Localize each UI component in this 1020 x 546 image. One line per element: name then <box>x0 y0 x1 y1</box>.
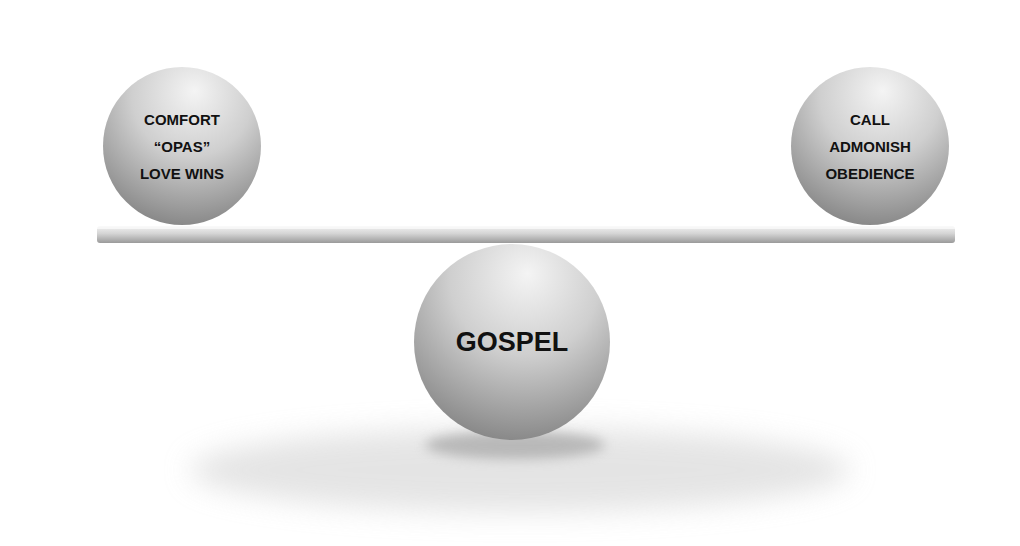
ball-text-group: CALLADMONISHOBEDIENCE <box>791 67 949 225</box>
plank <box>97 226 955 243</box>
ball-label: CALL <box>850 106 890 133</box>
ball-text-group: GOSPEL <box>414 244 610 440</box>
ball-text-group: COMFORT“OPAS”LOVE WINS <box>103 67 261 225</box>
ground-shadow <box>190 428 850 512</box>
ball-label: “OPAS” <box>154 133 210 160</box>
ball-fill <box>103 67 261 225</box>
plank-highlight <box>97 226 955 229</box>
ball-label: OBEDIENCE <box>825 160 914 187</box>
ball-label: ADMONISH <box>829 133 911 160</box>
call-ball: CALLADMONISHOBEDIENCE <box>791 67 949 225</box>
ball-fill <box>791 67 949 225</box>
ball-label: COMFORT <box>144 106 220 133</box>
ball-label: LOVE WINS <box>140 160 224 187</box>
ball-label: GOSPEL <box>456 326 569 358</box>
ball-fill <box>414 244 610 440</box>
gospel-ball: GOSPEL <box>414 244 610 440</box>
comfort-ball: COMFORT“OPAS”LOVE WINS <box>103 67 261 225</box>
